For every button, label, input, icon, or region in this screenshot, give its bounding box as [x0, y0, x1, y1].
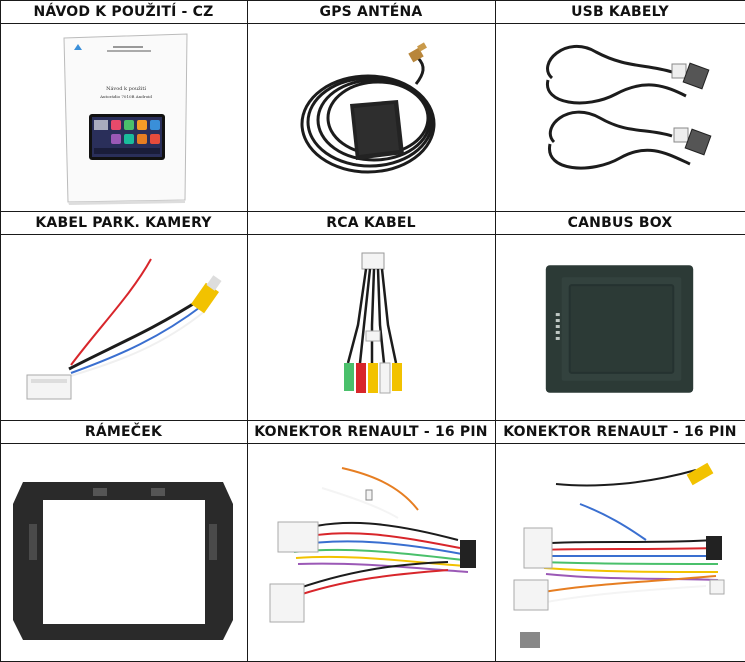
- item-usb-cables: USB KABELY: [495, 0, 745, 212]
- renault-connector-harness-image: [248, 444, 495, 662]
- item-title: KABEL PARK. KAMERY: [1, 212, 247, 235]
- item-renault-connector-2: KONEKTOR RENAULT - 16 PIN: [495, 420, 745, 662]
- item-parking-camera-cable: KABEL PARK. KAMERY: [0, 211, 248, 421]
- item-frame: RÁMEČEK: [0, 420, 248, 662]
- item-title: NÁVOD K POUŽITÍ - CZ: [1, 1, 247, 24]
- item-canbus-box: CANBUS BOX: [495, 211, 745, 421]
- item-renault-connector-1: KONEKTOR RENAULT - 16 PIN: [247, 420, 496, 662]
- usb-cables-image: [496, 24, 745, 211]
- rca-cable-image: [248, 235, 495, 421]
- parking-camera-cable-image: [1, 235, 247, 421]
- item-title: RCA KABEL: [248, 212, 495, 235]
- item-title: USB KABELY: [496, 1, 745, 24]
- item-title: GPS ANTÉNA: [248, 1, 495, 24]
- item-title: CANBUS BOX: [496, 212, 745, 235]
- manual-subheading: Autorádio 7010B Android: [99, 94, 152, 99]
- item-gps-antenna: GPS ANTÉNA: [247, 0, 496, 212]
- item-title: RÁMEČEK: [1, 421, 247, 444]
- canbus-box-image: [496, 235, 745, 421]
- manual-heading: Návod k použití: [106, 85, 146, 92]
- gps-antenna-image: [248, 24, 495, 211]
- item-rca-cable: RCA KABEL: [247, 211, 496, 421]
- item-manual: NÁVOD K POUŽITÍ - CZ Návod k použití Aut…: [0, 0, 248, 212]
- renault-connector-harness-image-2: [496, 444, 745, 662]
- frame-image: [1, 444, 247, 662]
- manual-booklet-image: Návod k použití Autorádio 7010B Android: [1, 24, 247, 211]
- item-title: KONEKTOR RENAULT - 16 PIN: [248, 421, 495, 444]
- item-title: KONEKTOR RENAULT - 16 PIN: [496, 421, 745, 444]
